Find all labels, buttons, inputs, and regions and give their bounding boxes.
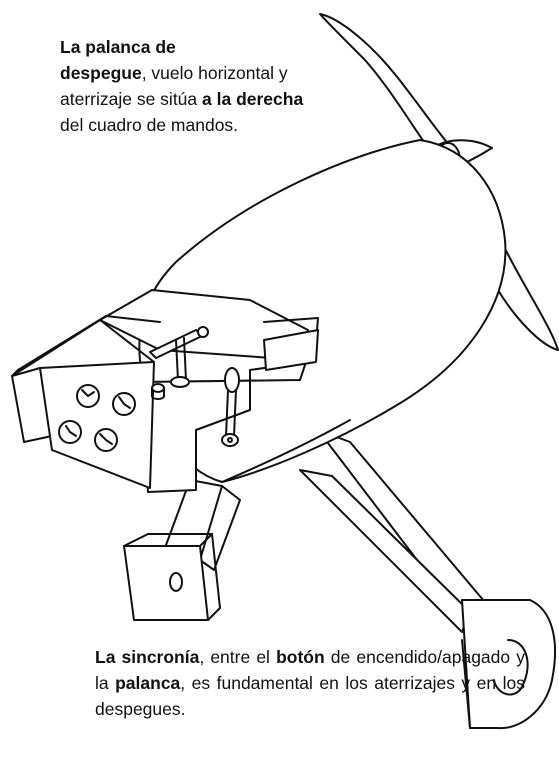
rear-wheel xyxy=(462,600,555,728)
bottom-caption-bold-2: botón xyxy=(276,647,325,667)
yoke-knob xyxy=(198,327,208,337)
top-caption-bold-3: a la derecha xyxy=(202,89,304,109)
rear-wheel-cutout xyxy=(494,640,528,695)
bottom-caption: La sincronía, entre el botón de encendid… xyxy=(95,644,525,722)
fuselage-belly xyxy=(222,420,350,482)
button-cap xyxy=(152,384,164,392)
top-caption-text-1: , vuelo horizontal y aterrizaje se sitúa xyxy=(60,63,288,109)
gauge-3-needle xyxy=(66,426,76,436)
lever-knob xyxy=(225,368,239,392)
front-wheel-block-side xyxy=(208,534,220,620)
rear-wheel-edge xyxy=(462,640,470,728)
yoke-base xyxy=(171,377,189,387)
gauge-2-needle xyxy=(119,397,130,408)
instrument-box-ledge xyxy=(264,330,318,370)
button-body xyxy=(152,388,164,399)
front-wheel-hole xyxy=(170,573,182,591)
front-wheel-block xyxy=(124,546,208,620)
rear-landing-gear xyxy=(300,430,555,728)
instrument-box-front xyxy=(40,362,154,488)
on-off-button xyxy=(152,384,164,399)
top-caption-bold-2: despegue xyxy=(60,63,142,83)
bottom-caption-text-1: , entre el xyxy=(199,647,277,667)
propeller-blade-upper xyxy=(320,14,455,160)
control-yoke xyxy=(150,327,208,387)
bottom-caption-text-2: de encendido/apagado y la xyxy=(95,647,525,693)
throttle-lever xyxy=(222,368,239,446)
gauge-1-needle xyxy=(82,390,94,396)
bottom-caption-bold-3: palanca xyxy=(115,673,181,693)
front-strut-side xyxy=(200,486,240,570)
bottom-caption-text-3: , es fundamental en los aterrizajes y en… xyxy=(95,673,525,719)
gauge-4-needle xyxy=(100,434,112,444)
front-landing-gear xyxy=(124,480,240,620)
gauges xyxy=(59,385,135,451)
front-wheel-block-top xyxy=(124,534,212,546)
bottom-caption-bold-1: La sincronía xyxy=(95,647,200,667)
instrument-box-rail-left xyxy=(12,316,160,376)
top-caption-text-2: del cuadro de mandos. xyxy=(60,115,239,135)
top-caption-bold-1: La palanca de xyxy=(60,37,176,57)
top-caption: La palanca de despegue, vuelo horizontal … xyxy=(60,34,310,138)
lever-pivot xyxy=(222,434,238,446)
instrument-box-right-panel xyxy=(140,362,306,492)
lever-pivot-hole xyxy=(228,438,232,442)
